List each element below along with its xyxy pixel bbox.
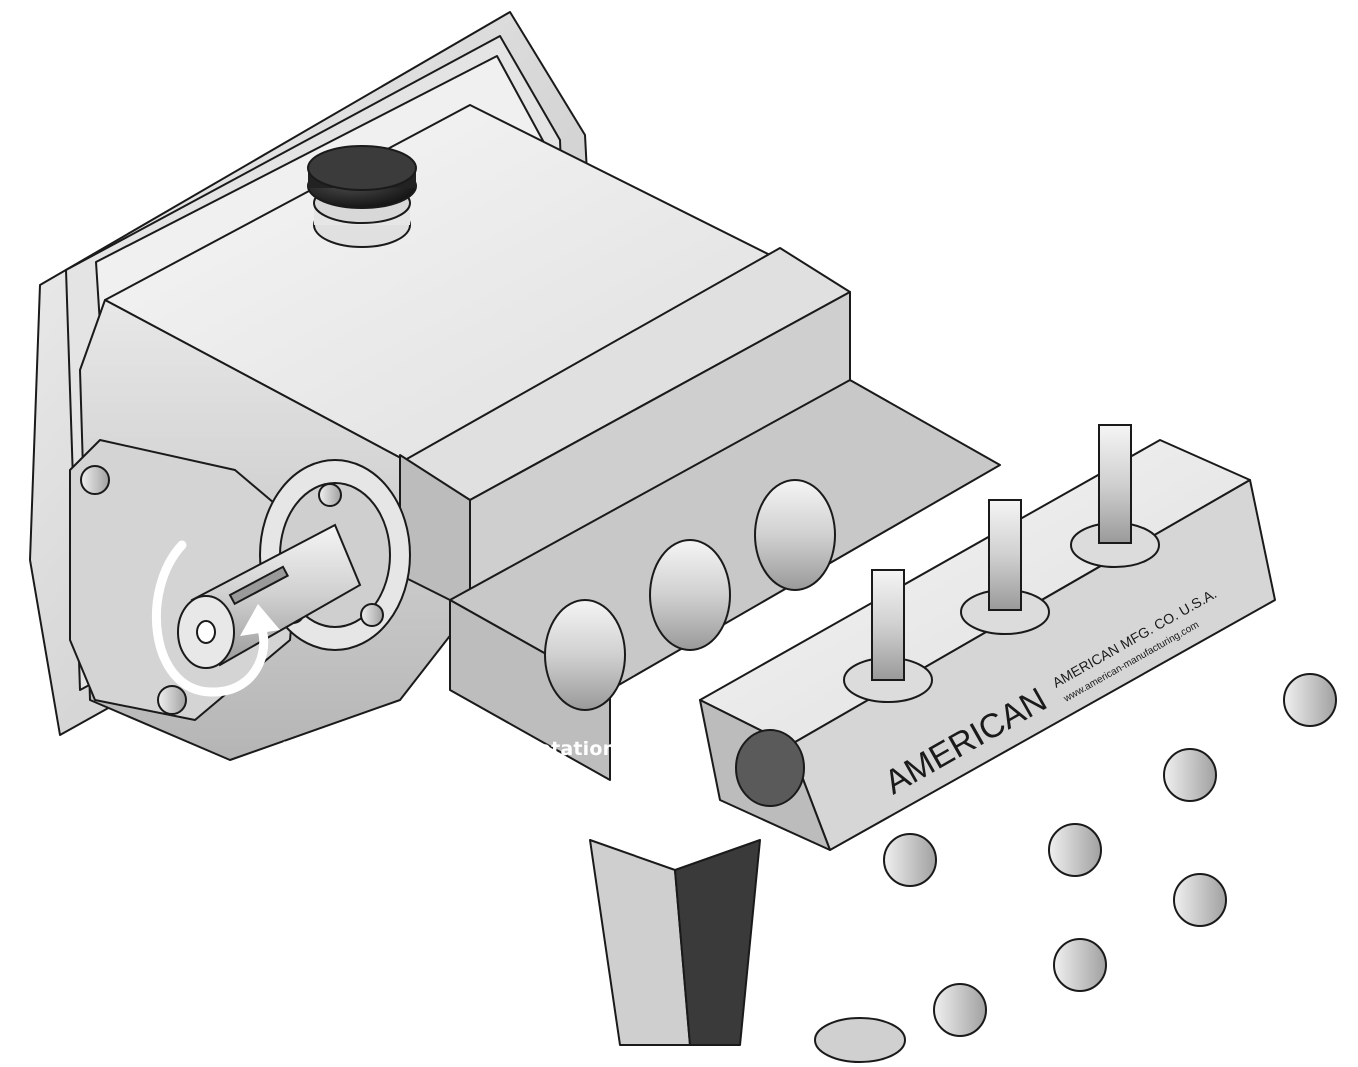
input-shaft [177,523,362,669]
mounting-foot [589,839,761,1046]
oil-fill-cap [307,145,417,248]
rotation-caption: Preferred Input Shaft Rotation [282,738,616,760]
rotation-arrow-icon [151,540,280,697]
plunger-rods [544,479,836,711]
valve-stems [843,424,1160,703]
discharge-fittings [814,673,1337,1063]
